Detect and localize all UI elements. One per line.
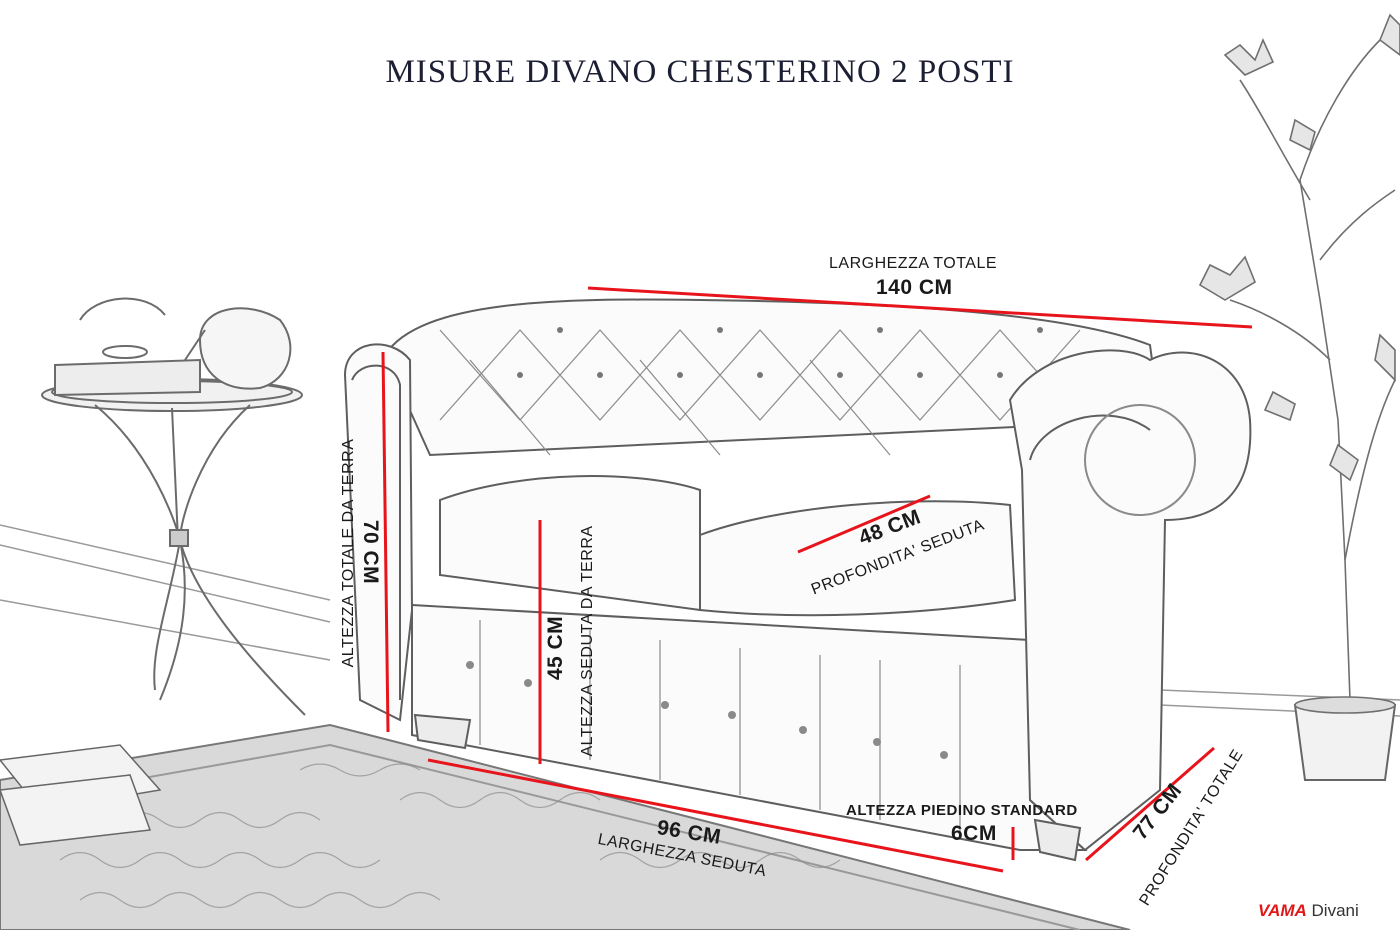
brand-logo: VAMA Divani — [1258, 901, 1359, 921]
side-table-sketch — [41, 297, 306, 716]
plant-sketch — [1198, 13, 1400, 781]
seat-height-value: 45 CM — [544, 615, 567, 681]
page-title: MISURE DIVANO CHESTERINO 2 POSTI — [385, 54, 1015, 90]
dim-line-seat-depth — [797, 494, 931, 554]
total-width-value: 140 CM — [876, 276, 953, 299]
foot-height-value: 6CM — [951, 822, 997, 845]
brand-name: VAMA — [1258, 901, 1307, 920]
dim-line-total-width — [587, 286, 1253, 329]
total-height-value: 70 CM — [359, 519, 382, 585]
brand-suffix: Divani — [1311, 901, 1359, 920]
seat-height-label: ALTEZZA SEDUTA DA TERRA — [579, 525, 596, 757]
dim-line-seat-width — [427, 758, 1004, 873]
total-width-label: LARGHEZZA TOTALE — [829, 255, 998, 272]
dimension-lines — [381, 286, 1253, 873]
total-height-label: ALTEZZA TOTALE DA TERRA — [340, 438, 357, 668]
sofa-sketch — [343, 298, 1252, 862]
rug-sketch — [0, 723, 1131, 930]
foot-height-label: ALTEZZA PIEDINO STANDARD — [846, 802, 1078, 819]
dim-line-total-depth — [1085, 746, 1215, 862]
dim-line-total-height — [381, 351, 390, 733]
room-background — [0, 524, 1400, 717]
magazines-sketch — [0, 744, 162, 846]
